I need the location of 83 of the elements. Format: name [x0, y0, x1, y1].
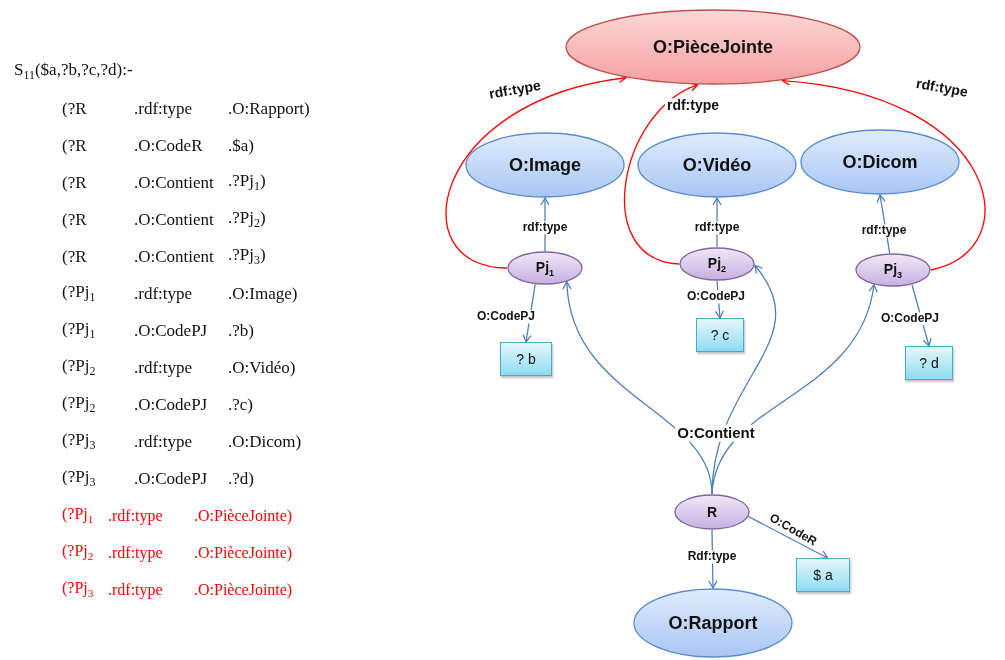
triple-term: .O:Vidéo) — [228, 357, 297, 378]
triple-term: (?Pj$_{2}$ — [62, 355, 97, 380]
triple-term: .rdf:type — [134, 431, 194, 452]
triple-term: (?Pj$_{1}$ — [62, 505, 95, 526]
class-ellipse — [637, 132, 797, 198]
edge-label: O:CodePJ — [475, 310, 537, 324]
triple-term: (?Pj$_{3}$ — [62, 579, 95, 600]
edge-label: rdf:type — [520, 221, 570, 235]
triple-term: .rdf:type — [108, 506, 164, 525]
triple-term: .O:Dicom) — [228, 431, 303, 452]
class-ellipse — [633, 588, 793, 658]
value-box — [500, 342, 552, 376]
triple-term: (?Pj$_{1}$ — [62, 318, 97, 343]
triple-term: .O:PièceJointe) — [194, 543, 294, 562]
arrow — [711, 284, 877, 495]
arrow — [748, 516, 829, 559]
node-label: O:Image — [509, 154, 581, 176]
triple-term: (?Pj$_{2}$ — [62, 542, 95, 563]
node-label: ? b — [516, 351, 536, 367]
triple-term: .O:PièceJointe) — [194, 506, 294, 525]
arrow — [446, 74, 627, 269]
node-label: Pj$_{2}$ — [707, 254, 727, 274]
edge-label: rdf:type — [859, 224, 909, 238]
value-box — [796, 558, 850, 592]
edge-label: O:CodePJ — [879, 312, 941, 326]
class-ellipse — [465, 132, 625, 198]
triple-term: .rdf:type — [134, 98, 194, 119]
triple-term: (?Pj$_{1}$ — [62, 281, 97, 306]
edge-label: O:Contient — [675, 424, 757, 442]
arrow — [623, 83, 699, 265]
triple-term: .O:Contient — [134, 209, 215, 230]
triple-term: (?R — [62, 135, 88, 156]
triple-term: .?d) — [228, 468, 255, 489]
edge-label: O:CodePJ — [685, 290, 747, 304]
triple-term: (?R — [62, 209, 88, 230]
triple-term: (?R — [62, 246, 88, 267]
triple-term: .O:CodeR — [134, 135, 204, 156]
triple-term: .O:CodePJ — [134, 320, 209, 341]
triple-term: .rdf:type — [134, 357, 194, 378]
instance-ellipse — [507, 251, 583, 285]
node-label: Pj$_{3}$ — [883, 260, 903, 280]
triple-term: (?Pj$_{3}$ — [62, 466, 97, 491]
node-label: ? c — [710, 327, 730, 343]
triple-term: .?Pj$_{3}$) — [228, 244, 267, 269]
edge-label: Rdf:type — [685, 550, 739, 564]
value-box — [696, 318, 744, 352]
node-label: O:Dicom — [842, 151, 918, 173]
node-label: O:Rapport — [668, 612, 758, 634]
triple-term: .O:PièceJointe) — [194, 580, 294, 599]
triple-term: .?b) — [228, 320, 255, 341]
instance-ellipse — [679, 247, 755, 281]
node-label: ? d — [919, 355, 939, 371]
triple-term: .$a) — [228, 135, 255, 156]
edge-label: rdf:type — [692, 221, 742, 235]
class-ellipse — [800, 129, 960, 195]
query-head: S$_{11}$($a,?b,?c,?d):- — [14, 59, 133, 85]
triple-term: .?Pj$_{1}$) — [228, 170, 267, 195]
node-label: O:Vidéo — [682, 154, 752, 176]
edge-label: rdf:type — [664, 98, 722, 114]
triple-term: .O:Contient — [134, 172, 215, 193]
triple-term: (?R — [62, 172, 88, 193]
triple-term: .O:CodePJ — [134, 394, 209, 415]
instance-ellipse — [855, 253, 931, 287]
node-label: Pj$_{1}$ — [535, 258, 555, 278]
triple-term: .rdf:type — [134, 283, 194, 304]
triple-term: .O:Contient — [134, 246, 215, 267]
triple-term: (?Pj$_{2}$ — [62, 392, 97, 417]
triple-term: .rdf:type — [108, 543, 164, 562]
triple-term: .?c) — [228, 394, 254, 415]
node-label: R — [706, 504, 718, 520]
node-label: O:PièceJointe — [652, 36, 773, 58]
node-label: $ a — [813, 567, 833, 583]
triple-term: .?Pj$_{2}$) — [228, 207, 267, 232]
arrow — [711, 264, 777, 495]
triple-term: (?R — [62, 98, 88, 119]
class-ellipse — [565, 9, 861, 85]
triple-term: .O:Rapport) — [228, 98, 311, 119]
instance-ellipse — [674, 494, 750, 530]
triple-term: (?Pj$_{3}$ — [62, 429, 97, 454]
triple-term: .O:CodePJ — [134, 468, 209, 489]
triple-term: .rdf:type — [108, 580, 164, 599]
triple-term: .O:Image) — [228, 283, 299, 304]
value-box — [905, 346, 953, 380]
